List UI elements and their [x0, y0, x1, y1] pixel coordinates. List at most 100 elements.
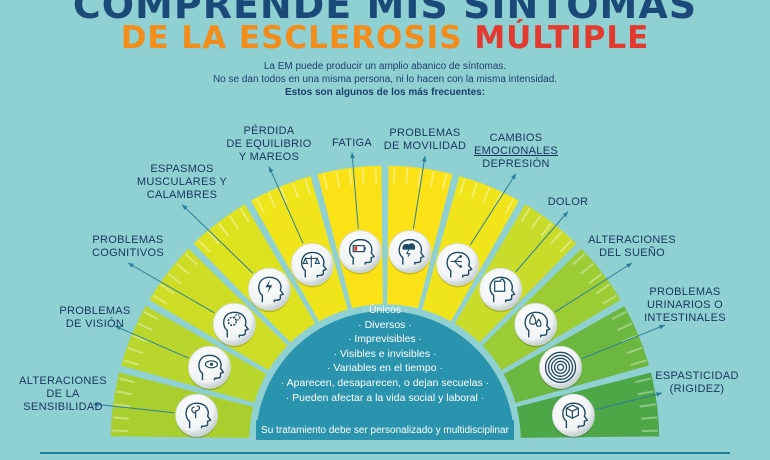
head-outline: [348, 238, 375, 265]
head-gears-icon: [212, 302, 256, 348]
segment-stripe: [143, 310, 159, 321]
segment-stripe: [167, 273, 182, 285]
symptom-label-line: ESPASTICIDAD: [655, 370, 739, 382]
symptom-ball: [290, 243, 334, 286]
characteristic-1: · Únicos ·: [362, 304, 408, 316]
segment-stripe: [112, 429, 129, 433]
glyph: [556, 363, 565, 371]
characteristic-4: · Visibles e invisibles ·: [333, 347, 437, 360]
arrow-head-1: [93, 402, 99, 407]
symptom-label-line: DE EQUILIBRIO: [226, 137, 312, 150]
symptom-label-line: PROBLEMAS: [649, 285, 721, 298]
symptom-label-line: ALTERACIONES: [19, 374, 107, 387]
glyph: [459, 265, 463, 268]
center-characteristics: · Únicos · · Diversos · · Imprevisibles …: [230, 303, 540, 405]
symptom-label-9: DOLOR: [508, 196, 628, 209]
symptom-label-line: URINARIOS O: [646, 298, 724, 311]
segment-stripe: [530, 215, 542, 230]
head-cube-icon: [551, 393, 595, 439]
symptom-label-line: PÉRDIDA: [243, 124, 295, 137]
head-outline: [198, 354, 225, 381]
segment-stripe: [639, 403, 656, 408]
segment-stripe: [255, 198, 266, 214]
segment-stripe: [114, 403, 131, 408]
symptom-label-line: DE MOVILIDAD: [383, 140, 467, 152]
arrow-head-5: [269, 166, 274, 173]
symptom-label-line: Y MAREOS: [238, 150, 300, 163]
segment-stripe: [630, 359, 647, 366]
fan-segment-4: [191, 202, 318, 345]
arrow-head-8: [511, 173, 516, 180]
head-outline: [222, 311, 249, 338]
glyph: [547, 354, 574, 380]
characteristic-3: · Imprevisibles ·: [347, 333, 423, 346]
segment-stripe: [160, 283, 175, 295]
segment-stripe: [641, 416, 658, 420]
arrow-line-6: [351, 152, 359, 229]
arrow-line-8: [469, 173, 517, 246]
symptom-label-12: ESPASTICIDAD(RIGIDEZ): [637, 370, 757, 396]
head-lightning-icon: [247, 267, 291, 313]
symptom-label-line: FATIGA: [331, 136, 373, 149]
glyph: [265, 279, 273, 294]
head-scale-icon: [290, 243, 334, 288]
arrow-head-12: [656, 392, 662, 397]
symptom-label-line: SENSIBILIDAD: [23, 400, 103, 413]
arrow-head-11: [659, 324, 665, 330]
arrow-line-12: [595, 392, 663, 411]
arrow-head-10: [626, 263, 632, 268]
segment-stripe: [405, 167, 409, 184]
symptom-label-line: COGNITIVOS: [91, 247, 165, 259]
segment-stripe: [361, 167, 365, 184]
glyph: [565, 404, 579, 419]
segment-stripe: [198, 239, 211, 253]
segment-stripe: [550, 231, 563, 245]
fan-segment-3: [147, 246, 290, 373]
glyph: [405, 249, 411, 257]
arrow-head-9: [562, 211, 568, 218]
arrow-line-2: [114, 325, 189, 359]
head-outline: [258, 276, 285, 303]
head-circuit-icon: [436, 243, 480, 288]
segment-stripe: [218, 222, 230, 237]
segment-stripe: [267, 192, 277, 209]
segment-stripe: [417, 169, 422, 186]
glyph: [535, 318, 542, 327]
segment-stripe: [374, 167, 378, 184]
segment-stripe: [580, 262, 594, 275]
glyph: [529, 313, 537, 325]
symptom-label-line: ALTERACIONES: [588, 234, 676, 246]
segment-stripe: [207, 231, 220, 245]
segment-stripe: [304, 178, 311, 195]
segment-stripe: [559, 239, 572, 253]
segment-stripe: [291, 182, 300, 199]
symptom-label-line: PROBLEMAS: [389, 127, 461, 139]
arrow-line-11: [581, 324, 666, 360]
segment-stripe: [626, 346, 643, 355]
head-outline: [185, 402, 212, 429]
symptom-label-line: EMOCIONALES: [474, 144, 558, 157]
segment-stripe: [520, 207, 531, 223]
symptom-label-line: INTESTINALES: [644, 311, 726, 324]
symptom-ball: [175, 393, 219, 437]
segment-stripe: [429, 171, 435, 188]
characteristic-2: · Diversos ·: [358, 318, 412, 331]
intro-line-2: No se dan todos en una misma persona, ni…: [212, 74, 558, 85]
segment-stripe: [132, 334, 148, 343]
glyph: [450, 256, 462, 267]
spiral-icon: [539, 345, 582, 391]
center-disc-base: [256, 420, 514, 440]
segment-stripe: [602, 294, 618, 305]
glyph: [459, 255, 463, 258]
segment-stripe: [228, 215, 240, 230]
arrow-line-4: [181, 204, 254, 274]
symptom-label-line: DEL SUEÑO: [599, 247, 665, 259]
glyph: [494, 278, 506, 292]
arrow-head-2: [115, 326, 121, 331]
title-line-2: DE LA ESCLEROSIS MÚLTIPLE: [0, 20, 770, 56]
